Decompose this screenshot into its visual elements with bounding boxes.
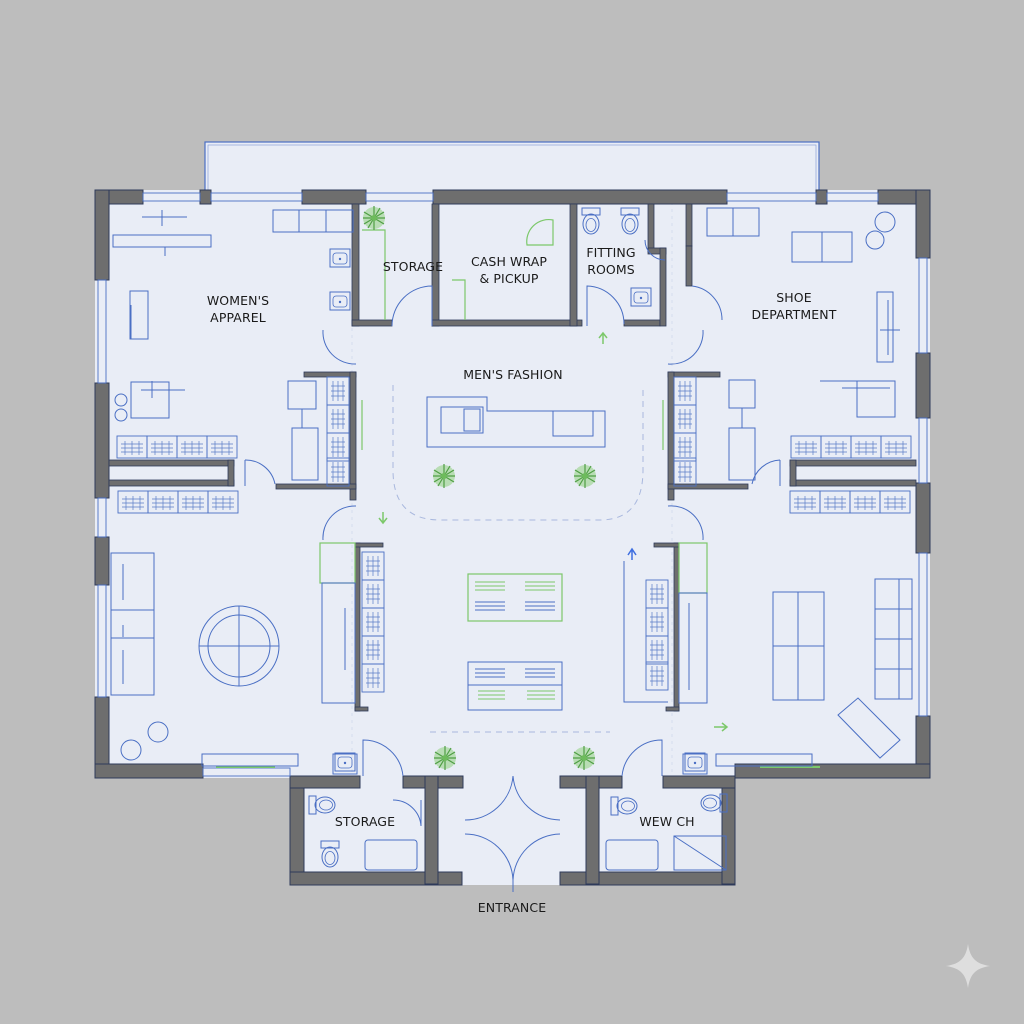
windows	[97, 192, 928, 777]
label-line: STORAGE	[382, 259, 444, 274]
label-line: CASH WRAP	[470, 254, 548, 269]
circulation-path	[392, 385, 644, 733]
room-label-mens-fashion: MEN'S FASHION	[450, 366, 576, 383]
label-line: SHOE	[776, 290, 812, 305]
room-label-wew-ch: WEW CH	[634, 813, 700, 830]
label-line: WOMEN'S	[206, 293, 270, 308]
entrance-label: ENTRANCE	[462, 899, 562, 916]
label-line: APPAREL	[210, 310, 266, 325]
label-line: STORAGE	[334, 814, 396, 829]
label-line: ROOMS	[587, 262, 635, 277]
room-label-womens-apparel: WOMEN'S APPAREL	[196, 292, 280, 326]
room-label-storage-bottom: STORAGE	[332, 813, 398, 830]
label-line: FITTING	[586, 245, 636, 260]
room-label-fitting-rooms: FITTING ROOMS	[578, 244, 644, 278]
label-line: WEW CH	[639, 814, 695, 829]
door-swings	[244, 239, 781, 892]
room-label-cash-wrap: CASH WRAP & PICKUP	[461, 253, 557, 287]
arrow-icons	[378, 331, 729, 732]
sparkle-icon	[946, 944, 990, 988]
label-line: & PICKUP	[479, 271, 539, 286]
room-label-shoe-department: SHOE DEPARTMENT	[736, 289, 852, 323]
label-line: DEPARTMENT	[751, 307, 837, 322]
room-label-storage-top: STORAGE	[380, 258, 446, 275]
front-canopy	[204, 141, 820, 193]
interior-walls	[108, 203, 917, 712]
label-line: ENTRANCE	[477, 900, 547, 915]
furniture	[110, 207, 913, 871]
label-line: MEN'S FASHION	[463, 367, 563, 382]
